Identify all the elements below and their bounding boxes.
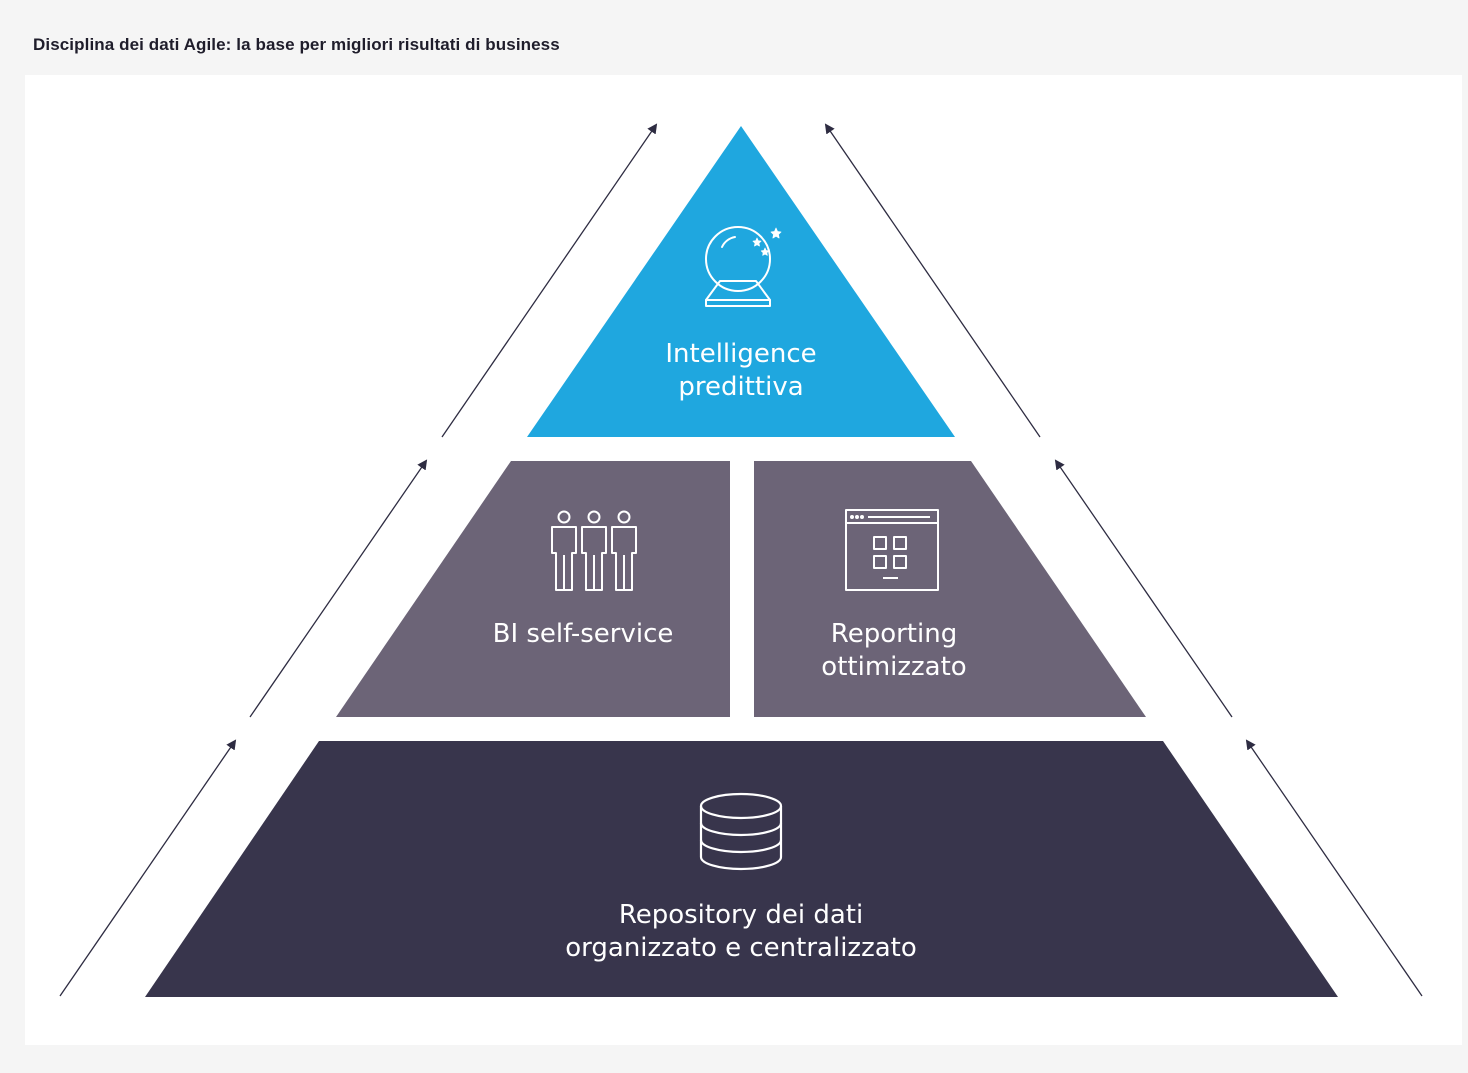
tier-bottom-label: Repository dei dati organizzato e centra… — [541, 899, 941, 965]
tier-middle-right-line2: ottimizzato — [821, 652, 967, 682]
arrow-left-upper — [441, 123, 658, 438]
arrow-right-lower — [1245, 739, 1423, 997]
tier-middle-right-label: Reporting ottimizzato — [744, 618, 1044, 684]
people-group-icon — [551, 510, 637, 591]
arrow-left-lower — [59, 739, 237, 997]
tier-middle-left-label: BI self-service — [433, 618, 733, 651]
tier-top-line2: predittiva — [678, 372, 804, 402]
arrow-right-upper — [824, 123, 1041, 438]
tier-middle-right-shape — [754, 461, 1146, 717]
tier-middle-left-line1: BI self-service — [492, 619, 674, 649]
arrow-right-middle — [1054, 459, 1233, 718]
tier-middle-right-line1: Reporting — [830, 619, 958, 649]
arrow-left-middle — [249, 459, 428, 718]
tier-bottom-line1: Repository dei dati — [618, 900, 864, 930]
page-title: Disciplina dei dati Agile: la base per m… — [33, 35, 560, 54]
tier-top-label: Intelligence predittiva — [601, 338, 881, 404]
database-icon — [699, 792, 783, 871]
tier-middle-left-shape — [336, 461, 730, 717]
dashboard-window-icon — [845, 509, 939, 591]
tier-top-line1: Intelligence — [665, 339, 817, 369]
crystal-ball-icon — [705, 226, 782, 307]
tier-bottom-line2: organizzato e centralizzato — [565, 933, 917, 963]
